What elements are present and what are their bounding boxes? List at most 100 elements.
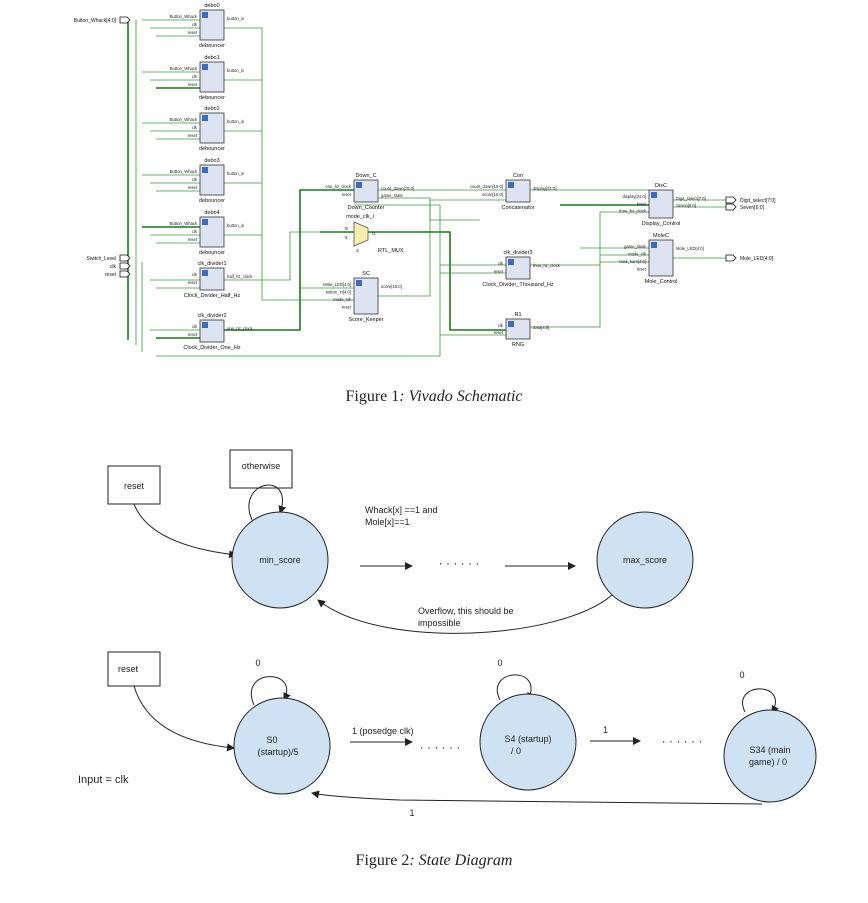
output-pin-label: thou_hz_clock (533, 263, 561, 268)
block-instance-name: SC (362, 271, 370, 277)
block-instance-name: MoleC (653, 233, 669, 239)
expand-icon (202, 64, 208, 70)
output-pin-label: button_in (227, 119, 245, 124)
mux-in1: I1 (345, 235, 349, 240)
output-pin-label: half_hz_clock (227, 274, 253, 279)
s34-self-loop-label: 0 (739, 670, 744, 680)
block-type-name: Clock_Divider_Thousand_Hz (482, 282, 553, 288)
mux-instance: mode_clk_i (346, 214, 374, 220)
input-pin-label: rand_num[4:0] (619, 259, 646, 264)
block-type-name: debouncer (199, 95, 225, 101)
state-s0-label-line-2: (startup)/5 (257, 747, 298, 757)
input-pin-label: display[31:0] (622, 194, 646, 199)
input-pin-label: reset (188, 280, 198, 285)
wire (224, 231, 354, 281)
output-pin-label: one_hz_clock (227, 326, 254, 331)
block-down_c: Down_CDown_Counterone_hz_clockresetcount… (325, 173, 414, 211)
block-type-name: Clock_Divider_One_Hz (183, 345, 240, 351)
input-pin-label: clk (192, 74, 198, 79)
state-s0 (233, 697, 331, 795)
block-clk_divider1: clk_divider1Clock_Divider_Half_Hzclkrese… (184, 261, 254, 299)
output-port-label: Seven[6:0] (740, 205, 765, 211)
expand-icon (508, 182, 514, 188)
input-pin-label: clk (192, 324, 198, 329)
state-max-score (596, 511, 694, 609)
mux-body (353, 221, 369, 247)
block-instance-name: clk_divider3 (503, 250, 532, 256)
block-type-name: Concatenator (501, 205, 534, 211)
schematic-blocks: debo0debouncerButton_Whackclkresetbutton… (170, 3, 706, 351)
s0-self-loop (251, 676, 291, 706)
return-arrow-s34-s0 (311, 790, 763, 805)
wire (530, 211, 649, 266)
state-diagram: reset otherwise min_score Whack[x] ==1 a… (78, 449, 817, 818)
output-pin-label: button_in (227, 223, 245, 228)
figure-1-caption: Figure 1: Vivado Schematic (0, 388, 868, 406)
input-pin-label: mode_clk (333, 297, 352, 302)
block-instance-name: DisC (655, 183, 667, 189)
edge-label-s0-s4: 1 (posedge clk) (352, 726, 414, 736)
expand-icon (356, 280, 362, 286)
figure-1-title: : Vivado Schematic (399, 388, 523, 405)
block-instance-name: clk_divider1 (197, 261, 226, 267)
reset-arrow-bottom (133, 685, 235, 752)
output-pin-label: button_in (227, 16, 245, 21)
figure-2-number: Figure 2 (355, 852, 410, 869)
input-pin-label: mode_clk (628, 252, 647, 257)
input-pin-label: count_down[15:0] (470, 184, 503, 189)
state-s4 (479, 693, 577, 791)
block-type-name: Down_Counter (348, 205, 385, 211)
output-pin-label: Seven[6:0] (676, 203, 696, 208)
output-pin-label: data[4:0] (533, 325, 549, 330)
input-pin-label: reset (494, 330, 504, 335)
output-port-label: Mole_LED[4:0] (740, 256, 774, 262)
block-instance-name: debo2 (204, 106, 219, 112)
input-pin-label: reset (188, 82, 198, 87)
input-pin-label: Button_Whack (170, 221, 198, 226)
block-clk_divider2: clk_divider2Clock_Divider_One_Hzclkreset… (183, 313, 253, 351)
output-pin-label: score[15:0] (381, 284, 402, 289)
block-instance-name: debo0 (204, 3, 219, 9)
block-instance-name: clk_divider2 (197, 313, 226, 319)
output-port-icon (725, 196, 737, 204)
block-instance-name: R1 (514, 312, 521, 318)
block-type-name: Display_Control (642, 221, 681, 227)
block-type-name: debouncer (199, 43, 225, 49)
overflow-arrow (317, 594, 613, 634)
state-s4-label-line-2: / 0 (511, 746, 521, 756)
output-pin-label: Digit_select[7:0] (676, 196, 706, 201)
block-debo2: debo2debouncerButton_Whackclkresetbutton… (170, 106, 245, 152)
input-pin-label: Mole_LED[4:0] (323, 282, 351, 287)
block-instance-name: debo4 (204, 210, 219, 216)
block-type-name: debouncer (199, 250, 225, 256)
input-pin-label: clk (192, 125, 198, 130)
mux-type: RTL_MUX (378, 248, 404, 254)
output-port-label: Digit_select[7:0] (740, 198, 776, 204)
input-pin-label: clk (192, 272, 198, 277)
input-pin-label: Button_Whack (170, 117, 198, 122)
block-instance-name: debo1 (204, 55, 219, 61)
input-pin-label: Button_Whack (170, 14, 198, 19)
input-pin-label: reset (188, 30, 198, 35)
output-port-icon (725, 203, 737, 211)
block-debo3: debo3debouncerButton_Whackclkresetbutton… (170, 158, 245, 204)
ellipsis-bottom-2: · · · · · · (662, 734, 703, 748)
block-molec: MoleCMole_Controlgame_statemode_clkrand_… (619, 233, 704, 285)
return-edge-label: 1 (409, 808, 414, 818)
block-sc: SCScore_KeeperMole_LED[4:0]button_in[4:0… (323, 271, 401, 323)
expand-icon (202, 219, 208, 225)
output-pin-label: count_down[15:0] (381, 186, 414, 191)
output-pin-label: Mole_LED[4:0] (676, 246, 704, 251)
input-pin-label: clk (192, 229, 198, 234)
reset-box-top (107, 465, 161, 505)
input-port-label: reset (105, 272, 117, 278)
expand-icon (508, 259, 514, 265)
expand-icon (202, 322, 208, 328)
input-pin-label: reset (188, 133, 198, 138)
wire (378, 199, 506, 297)
output-pin-label: display[31:0] (533, 186, 557, 191)
expand-icon (202, 270, 208, 276)
input-pin-label: reset (637, 267, 647, 272)
